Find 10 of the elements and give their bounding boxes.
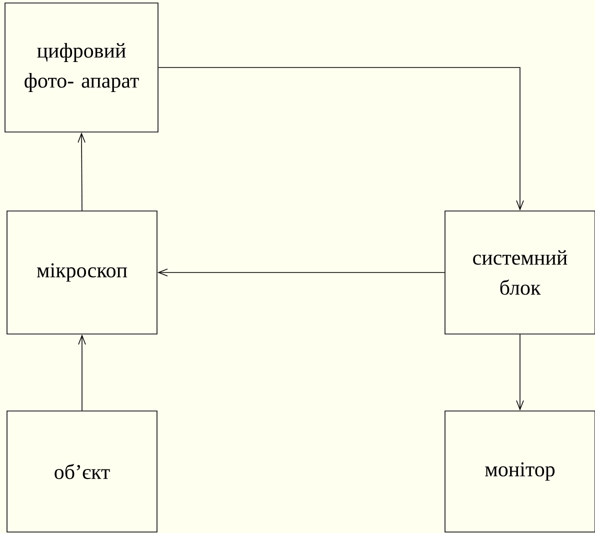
arrow bbox=[516, 334, 524, 411]
block-box: монітор bbox=[444, 410, 595, 532]
arrow bbox=[78, 132, 86, 211]
block-box: об’єкт bbox=[6, 410, 158, 532]
arrow bbox=[78, 334, 86, 411]
block-box: цифровий фото- апарат bbox=[4, 2, 158, 132]
arrow bbox=[158, 67, 524, 211]
arrow bbox=[157, 268, 445, 276]
block-box: мікроскоп bbox=[6, 210, 158, 334]
block-box: системний блок bbox=[444, 210, 595, 334]
